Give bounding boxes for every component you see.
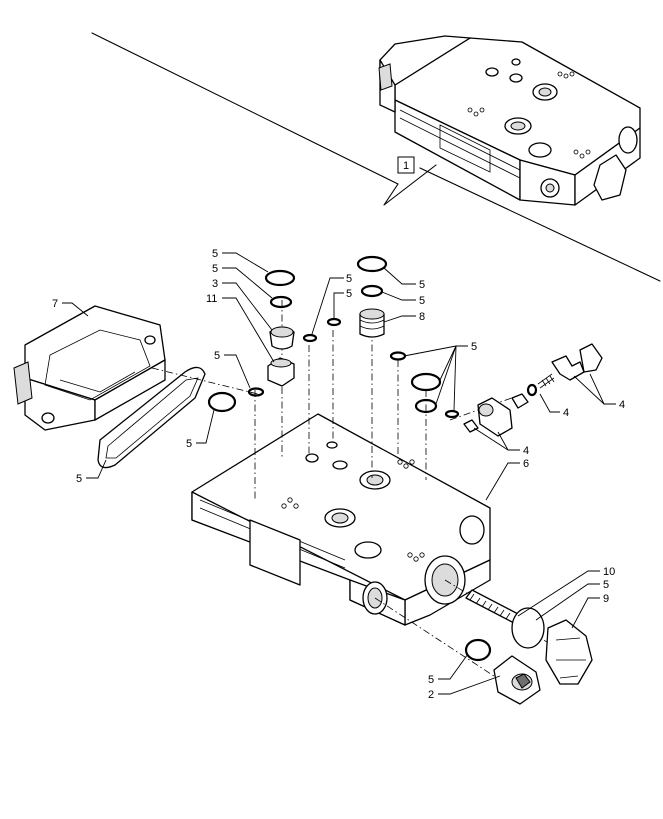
callout-label: 5 bbox=[471, 341, 477, 353]
cover-gasket bbox=[97, 366, 206, 469]
callout-label: 5 bbox=[76, 473, 82, 485]
callout-label: 2 bbox=[428, 689, 434, 701]
callout-label: 5 bbox=[212, 248, 218, 260]
callout-label: 4 bbox=[523, 445, 529, 457]
callout-label: 6 bbox=[523, 458, 529, 470]
callout-label: 5 bbox=[603, 579, 609, 591]
callout-label: 5 bbox=[346, 288, 352, 300]
valve-body bbox=[191, 413, 491, 626]
callout-label: 9 bbox=[603, 593, 609, 605]
callout-label: 10 bbox=[603, 566, 615, 578]
callout-label: 5 bbox=[346, 273, 352, 285]
callout-label: 4 bbox=[563, 407, 569, 419]
callout-label: 5 bbox=[419, 279, 425, 291]
leader-lines bbox=[62, 252, 616, 695]
end-cover bbox=[13, 305, 166, 431]
callout-label: 8 bbox=[419, 311, 425, 323]
callout-label: 5 bbox=[419, 295, 425, 307]
relief-valve-parts bbox=[463, 343, 603, 437]
callout-ref-1: 1 bbox=[397, 156, 415, 174]
callout-label: 5 bbox=[214, 350, 220, 362]
callout-label: 5 bbox=[186, 438, 192, 450]
callout-label: 4 bbox=[619, 399, 625, 411]
callout-label: 3 bbox=[212, 278, 218, 290]
callout-label: 11 bbox=[206, 293, 217, 305]
bottom-plug-parts bbox=[464, 589, 593, 705]
callout-label: 7 bbox=[52, 298, 58, 310]
callout-label: 1 bbox=[403, 160, 409, 172]
inset-valve-assembly bbox=[91, 32, 661, 282]
top-seals bbox=[207, 255, 460, 419]
callout-label: 5 bbox=[212, 263, 218, 275]
callout-label: 5 bbox=[428, 674, 434, 686]
